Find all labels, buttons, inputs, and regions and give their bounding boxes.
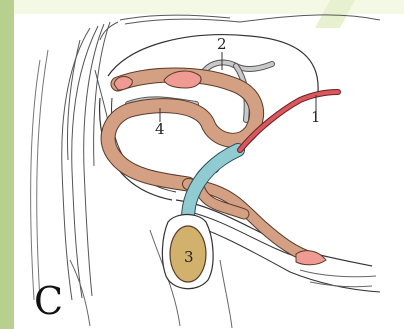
label-1: 1 <box>311 108 321 126</box>
frame-left-band <box>0 0 14 329</box>
label-3: 3 <box>184 248 194 266</box>
panel-letter: C <box>34 279 63 323</box>
label-2: 2 <box>217 35 227 53</box>
label-4: 4 <box>155 120 165 138</box>
